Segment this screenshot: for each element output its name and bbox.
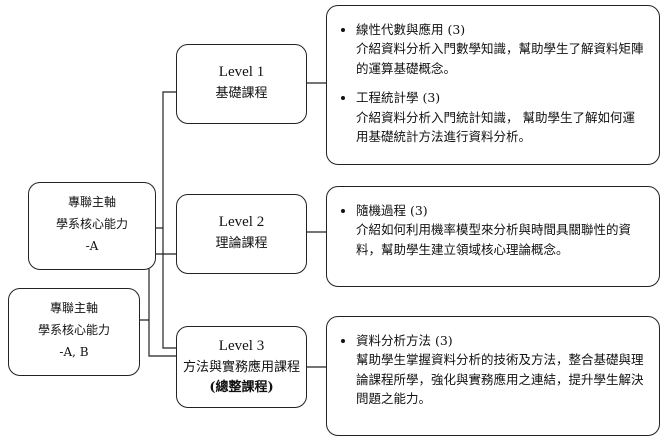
core-axis-label: 專聯主軸 (67, 195, 116, 209)
core-competency-box-ab: 專聯主軸 學系核心能力 -A, B (8, 288, 140, 376)
course-description: 介紹資料分析入門數學知識，幫助學生了解資料矩陣的運算基礎概念。 (356, 41, 644, 76)
course-item: 線性代數與應用 (3) 介紹資料分析入門數學知識，幫助學生了解資料矩陣的運算基礎… (356, 20, 645, 78)
course-box-level-1: 線性代數與應用 (3) 介紹資料分析入門數學知識，幫助學生了解資料矩陣的運算基礎… (326, 5, 660, 165)
core-competency-label: 學系核心能力 (37, 323, 110, 338)
level-2-name: 理論課程 (215, 236, 268, 252)
core-axis-label: 專聯主軸 (49, 301, 98, 315)
course-description: 介紹如何利用機率模型來分析與時間具關聯性的資料，幫助學生建立領域核心理論概念。 (356, 222, 632, 257)
core-competency-label: 學系核心能力 (55, 217, 128, 232)
level-1-box: Level 1 基礎課程 (176, 44, 307, 124)
core-competency-code: -A, B (59, 345, 89, 360)
course-title: 工程統計學 (3) (356, 90, 441, 106)
core-competency-box-a: 專聯主軸 學系核心能力 -A (28, 182, 156, 270)
course-title: 隨機過程 (3) (356, 203, 428, 218)
level-1-title: Level 1 (218, 64, 265, 80)
course-description: 幫助學生掌握資料分析的技術及方法，整合基礎與理論課程所學，強化與實務應用之連結，… (356, 352, 644, 407)
level-3-title: Level 3 (218, 338, 265, 354)
course-title: 資料分析方法 (3) (356, 333, 453, 348)
level-3-capstone-label: (總整課程) (209, 380, 274, 396)
course-box-level-3: 資料分析方法 (3) 幫助學生掌握資料分析的技術及方法，整合基礎與理論課程所學，… (326, 316, 660, 436)
core-competency-code: -A (85, 239, 99, 254)
level-3-box: Level 3 方法與實務應用課程 (總整課程) (176, 326, 307, 408)
course-box-level-2: 隨機過程 (3) 介紹如何利用機率模型來分析與時間具關聯性的資料，幫助學生建立領… (326, 186, 660, 287)
connector-core1 (156, 91, 176, 349)
course-item: 工程統計學 (3) 介紹資料分析入門統計知識， 幫助學生了解如何運用基礎統計方法… (356, 88, 645, 146)
level-2-title: Level 2 (218, 214, 265, 230)
level-1-name: 基礎課程 (215, 86, 268, 102)
course-item: 資料分析方法 (3) 幫助學生掌握資料分析的技術及方法，整合基礎與理論課程所學，… (356, 331, 645, 409)
course-title: 線性代數與應用 (3) (356, 22, 466, 37)
connector-core2 (140, 253, 176, 357)
course-item: 隨機過程 (3) 介紹如何利用機率模型來分析與時間具關聯性的資料，幫助學生建立領… (356, 201, 645, 259)
level-2-box: Level 2 理論課程 (176, 194, 307, 274)
course-description: 介紹資料分析入門統計知識， 幫助學生了解如何運用基礎統計方法進行資料分析。 (356, 109, 635, 144)
level-3-name: 方法與實務應用課程 (182, 360, 300, 376)
